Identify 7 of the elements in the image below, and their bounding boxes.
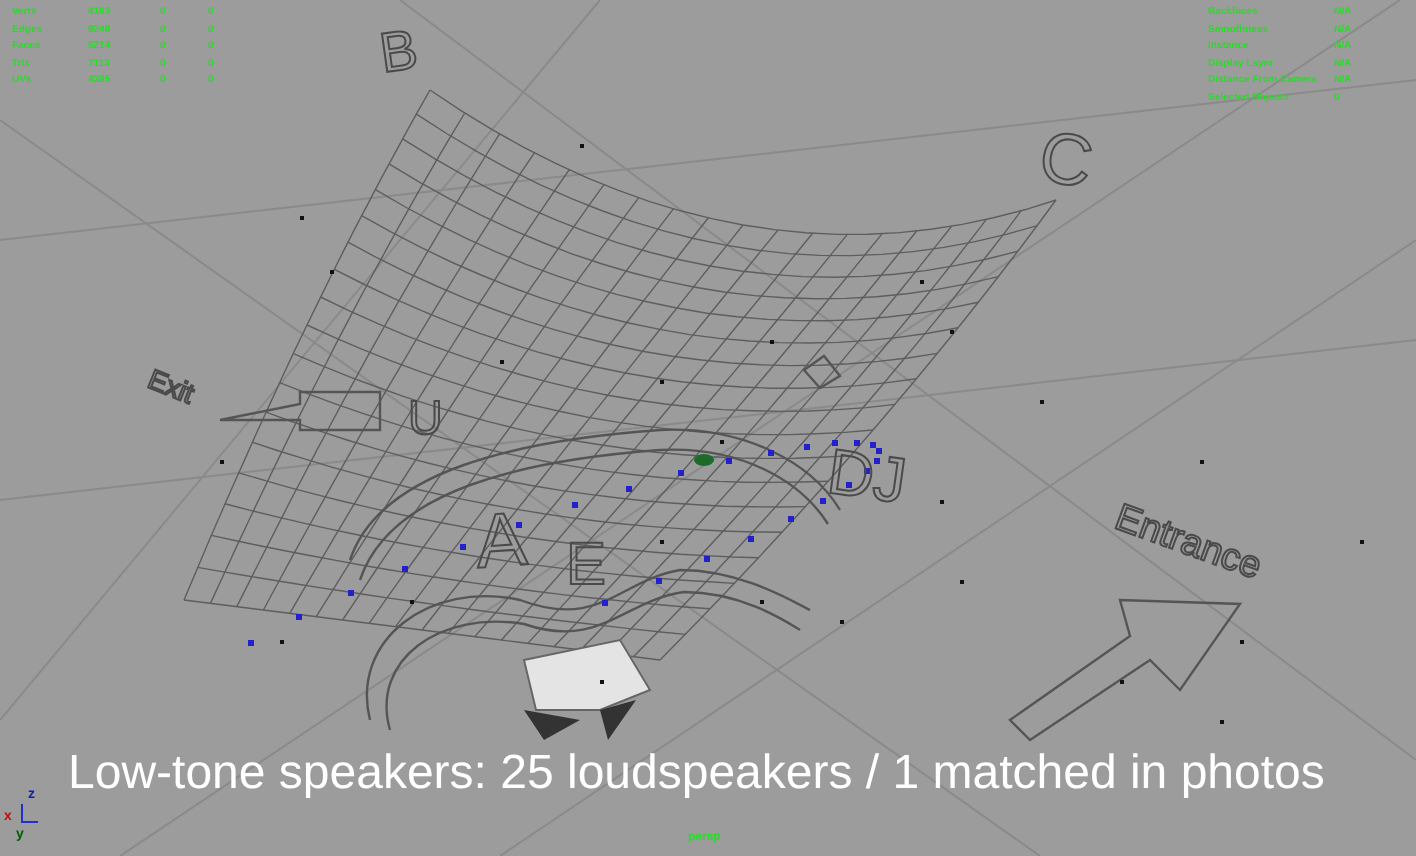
scene-letter: U xyxy=(408,396,443,444)
scene-letter: DJ xyxy=(823,438,911,514)
caption: Low-tone speakers: 25 loudspeakers / 1 matched in photos xyxy=(68,744,1325,804)
scene-letter: B xyxy=(376,21,422,83)
scene-letter: A xyxy=(473,502,530,582)
scene-letter: C xyxy=(1034,120,1098,200)
scene-word: Exit xyxy=(144,364,199,408)
